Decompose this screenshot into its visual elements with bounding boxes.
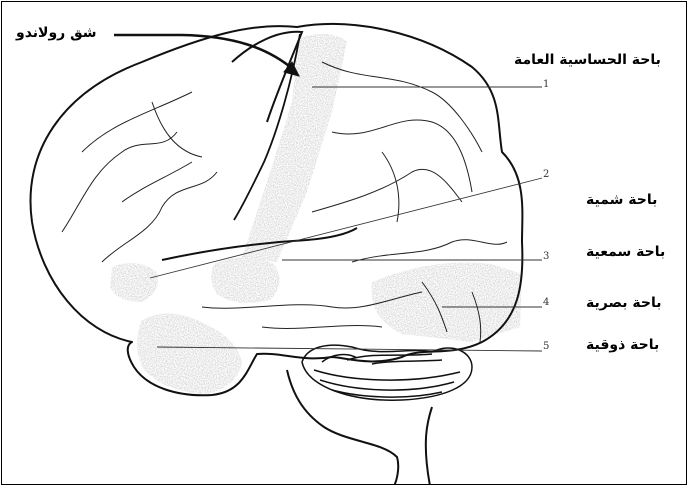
label-gustatory: باحة ذوقية: [586, 337, 659, 353]
number-3: 3: [543, 251, 549, 262]
number-1: 1: [543, 79, 549, 90]
label-visual: باحة بصرية: [586, 295, 661, 311]
auditory-shade: [211, 257, 280, 303]
rolando-arrow: [114, 35, 299, 76]
number-4: 4: [543, 297, 549, 308]
number-5: 5: [543, 341, 549, 352]
brainstem: [287, 370, 432, 485]
number-2: 2: [543, 169, 549, 180]
label-rolando-fissure: شق رولاندو: [16, 25, 97, 41]
cerebellum: [302, 345, 472, 400]
label-general-sensory: باحة الحساسية العامة: [514, 52, 661, 68]
shaded-areas: [110, 34, 522, 394]
olfactory-shade: [110, 263, 158, 302]
gustatory-shade: [137, 314, 242, 395]
leader-2: [150, 178, 542, 278]
label-auditory: باحة سمعية: [586, 244, 665, 260]
label-olfactory: باحة شمية: [586, 192, 657, 208]
